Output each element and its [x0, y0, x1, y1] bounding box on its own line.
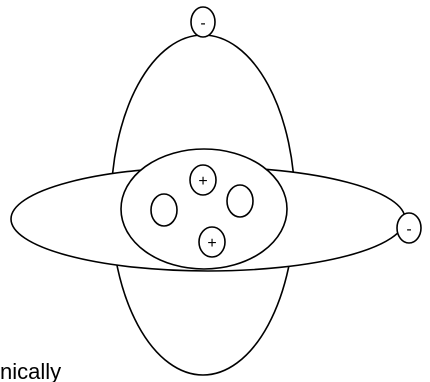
proton-top-sign: + [198, 173, 207, 190]
proton-top: + [190, 165, 216, 195]
partial-caption: nically [0, 359, 61, 382]
electron-right-sign: - [406, 221, 411, 238]
electron-top: - [191, 7, 215, 37]
proton-bottom: + [199, 227, 225, 257]
neutron-right [227, 185, 253, 217]
proton-bottom-sign: + [207, 235, 216, 252]
electron-top-sign: - [200, 15, 205, 32]
electron-right: - [397, 213, 421, 243]
neutron-left [151, 194, 177, 226]
